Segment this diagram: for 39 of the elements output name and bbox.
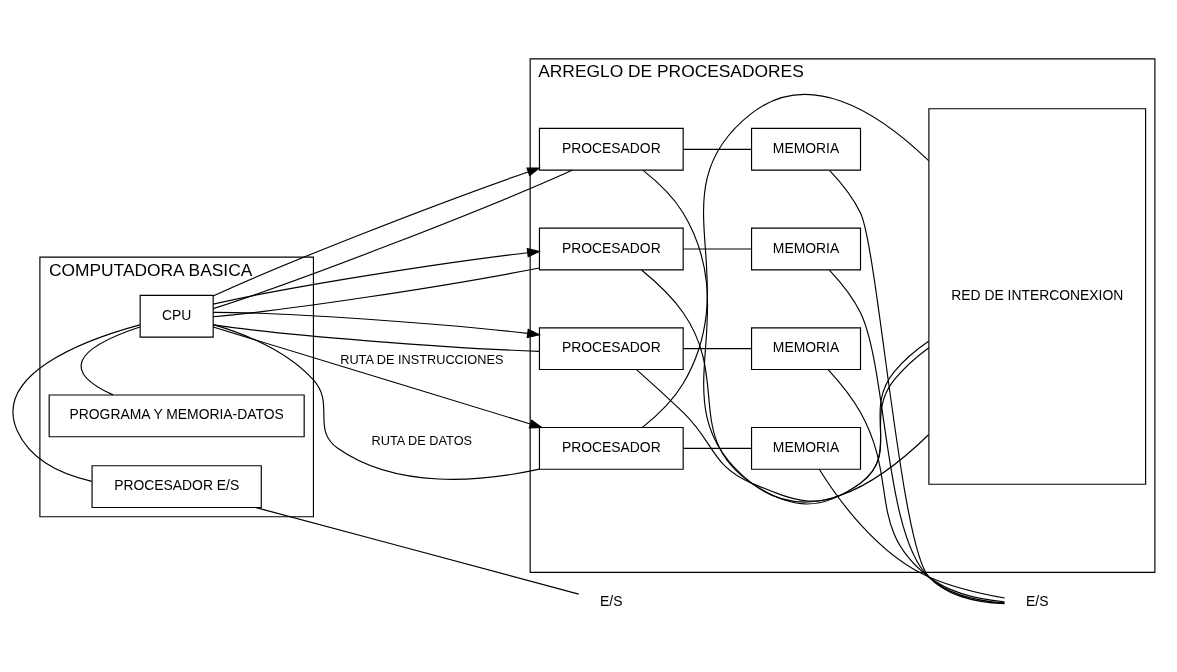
connector xyxy=(682,347,753,349)
connector xyxy=(818,468,1006,599)
node-box: PROGRAMA Y MEMORIA-DATOS xyxy=(48,393,305,437)
arrow xyxy=(212,311,542,338)
connector xyxy=(212,169,573,309)
connector xyxy=(828,269,1006,603)
node-box: PROCESADOR xyxy=(538,426,684,470)
node-box: MEMORIA xyxy=(750,426,862,470)
node-box: PROCESADOR xyxy=(538,127,684,171)
arrow xyxy=(212,325,544,428)
edge-label: RUTA DE DATOS xyxy=(371,432,473,448)
connector xyxy=(641,93,930,428)
edge-label: RUTA DE INSTRUCCIONES xyxy=(340,351,504,367)
connector xyxy=(682,148,753,150)
connector xyxy=(212,323,540,480)
connector xyxy=(828,169,1005,604)
connector xyxy=(212,323,540,352)
connector xyxy=(682,447,753,449)
node-box: MEMORIA xyxy=(750,127,862,171)
node-text: E/S xyxy=(600,592,623,609)
connector xyxy=(682,247,753,250)
node-box: PROCESADOR xyxy=(538,326,684,370)
connector xyxy=(640,269,930,505)
node-box: PROCESADOR xyxy=(538,227,684,270)
arrow xyxy=(212,247,542,305)
node-box: MEMORIA xyxy=(750,326,862,370)
connector xyxy=(827,368,1006,602)
arrow xyxy=(212,166,541,297)
connector xyxy=(80,325,141,395)
node-text: E/S xyxy=(1026,592,1049,609)
connector xyxy=(636,340,930,502)
connector xyxy=(255,506,580,595)
connector xyxy=(212,266,540,317)
node-box: CPU xyxy=(139,294,214,338)
connector xyxy=(12,323,141,482)
node-box: PROCESADOR E/S xyxy=(91,464,262,508)
connector xyxy=(642,169,930,502)
node-box: RED DE INTERCONEXION xyxy=(928,107,1147,485)
node-box: MEMORIA xyxy=(750,227,862,270)
